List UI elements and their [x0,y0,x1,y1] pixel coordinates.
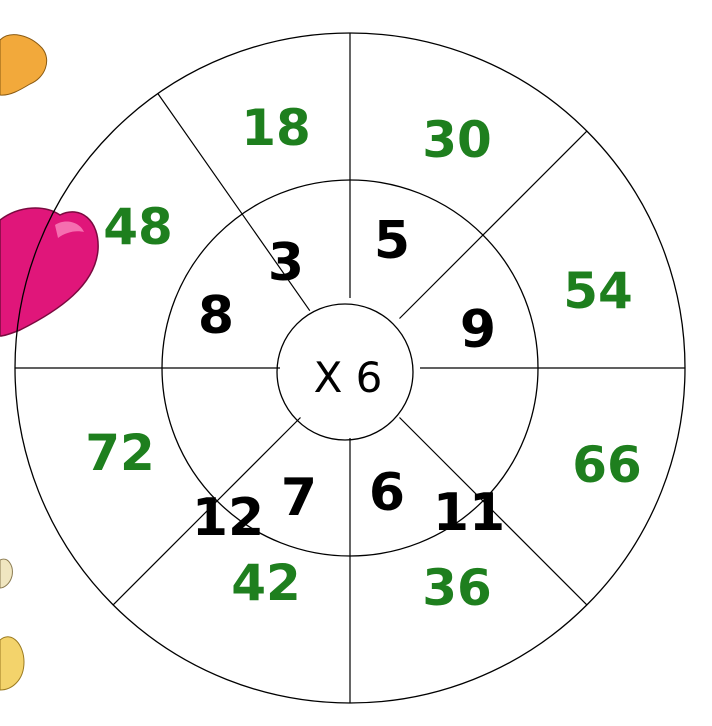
inner-number: 7 [281,468,317,528]
outer-answer: 42 [231,554,301,612]
inner-number: 3 [268,233,304,293]
orange-blob-decoration [0,35,47,95]
inner-number: 5 [374,211,410,271]
pink-heart-icon [0,208,98,336]
outer-answer: 48 [103,198,173,256]
yellow-blob-decoration [0,637,24,690]
outer-answer: 18 [241,99,311,157]
inner-number: 9 [460,300,496,360]
outer-answer: 66 [572,436,642,494]
outer-answer: 72 [85,424,155,482]
inner-number: 12 [192,488,264,548]
outer-answer: 54 [563,262,633,320]
outer-answer: 36 [422,559,492,617]
small-blob-decoration [0,559,12,588]
outer-answer: 30 [422,111,492,169]
center-label: X 6 [314,353,383,402]
inner-number: 11 [433,483,505,543]
inner-number: 6 [369,463,405,523]
inner-number: 8 [198,286,234,346]
